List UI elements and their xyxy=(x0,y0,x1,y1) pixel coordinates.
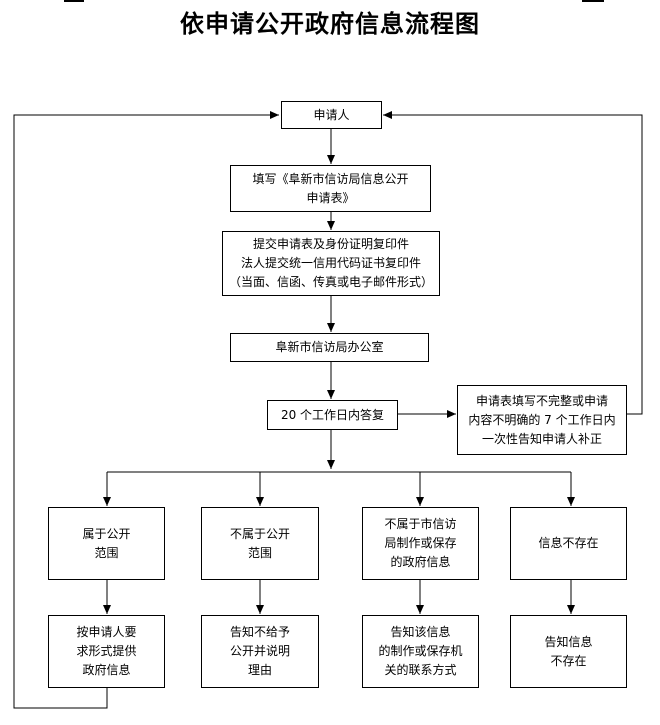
node-deny-explain: 告知不给予 公开并说明 理由 xyxy=(201,615,319,688)
node-incomplete-line-3: 一次性告知申请人补正 xyxy=(481,431,602,446)
node-notify-contact-line-3: 关的联系方式 xyxy=(384,663,457,677)
node-notify-not-exist: 告知信息 不存在 xyxy=(510,615,627,688)
node-notify-not-exist-line-1: 告知信息 xyxy=(544,634,593,649)
node-notify-contact: 告知该信息 的制作或保存机 关的联系方式 xyxy=(362,615,479,688)
node-provide-info-line-1: 按申请人要 xyxy=(76,625,137,639)
node-notify-contact-line-1: 告知该信息 xyxy=(390,625,451,639)
node-fill-form: 填写《阜新市信访局信息公开 申请表》 xyxy=(230,165,431,212)
node-submit-line-3: （当面、信函、传真或电子邮件形式） xyxy=(228,275,433,289)
node-office: 阜新市信访局办公室 xyxy=(230,333,429,362)
node-not-exist: 信息不存在 xyxy=(510,507,627,580)
arrow-incomplete-loop xyxy=(383,111,643,415)
node-incomplete-line-1: 申请表填写不完整或申请 xyxy=(475,393,608,408)
node-not-public-scope-line-1: 不属于公开 xyxy=(229,526,290,541)
top-edge-mark-left xyxy=(64,0,84,2)
node-provide-info: 按申请人要 求形式提供 政府信息 xyxy=(48,615,165,688)
node-submit-line-1: 提交申请表及身份证明复印件 xyxy=(252,237,409,251)
node-not-produced-line-2: 局制作或保存 xyxy=(384,536,457,550)
node-incomplete-line-2: 内容不明确的 7 个工作日内 xyxy=(468,412,616,427)
node-provide-info-line-3: 政府信息 xyxy=(82,663,131,677)
top-edge-mark-right xyxy=(582,0,604,2)
node-notify-not-exist-line-2: 不存在 xyxy=(550,653,587,668)
node-provide-info-line-2: 求形式提供 xyxy=(76,644,137,658)
node-not-produced-line-1: 不属于市信访 xyxy=(384,517,457,531)
node-deny-explain-line-3: 理由 xyxy=(247,663,272,677)
node-not-produced: 不属于市信访 局制作或保存 的政府信息 xyxy=(362,507,479,580)
node-incomplete: 申请表填写不完整或申请 内容不明确的 7 个工作日内 一次性告知申请人补正 xyxy=(457,385,627,455)
node-applicant: 申请人 xyxy=(281,101,382,129)
node-submit-line-2: 法人提交统一信用代码证书复印件 xyxy=(240,256,421,270)
node-reply: 20 个工作日内答复 xyxy=(267,400,398,430)
node-not-produced-line-3: 的政府信息 xyxy=(390,555,451,569)
node-public-scope: 属于公开 范围 xyxy=(48,507,165,580)
node-fill-form-line-1: 填写《阜新市信访局信息公开 xyxy=(252,171,409,186)
bottom-return-line xyxy=(13,111,279,709)
node-deny-explain-line-2: 公开并说明 xyxy=(229,644,290,658)
node-public-scope-line-2: 范围 xyxy=(94,545,119,560)
page-title: 依申请公开政府信息流程图 xyxy=(180,9,480,38)
node-notify-contact-line-2: 的制作或保存机 xyxy=(378,644,463,658)
node-submit: 提交申请表及身份证明复印件 法人提交统一信用代码证书复印件 （当面、信函、传真或… xyxy=(222,231,440,296)
node-not-public-scope: 不属于公开 范围 xyxy=(201,507,319,580)
node-fill-form-line-2: 申请表》 xyxy=(306,190,355,205)
node-not-public-scope-line-2: 范围 xyxy=(247,545,272,560)
node-public-scope-line-1: 属于公开 xyxy=(82,526,131,541)
node-deny-explain-line-1: 告知不给予 xyxy=(229,625,290,639)
